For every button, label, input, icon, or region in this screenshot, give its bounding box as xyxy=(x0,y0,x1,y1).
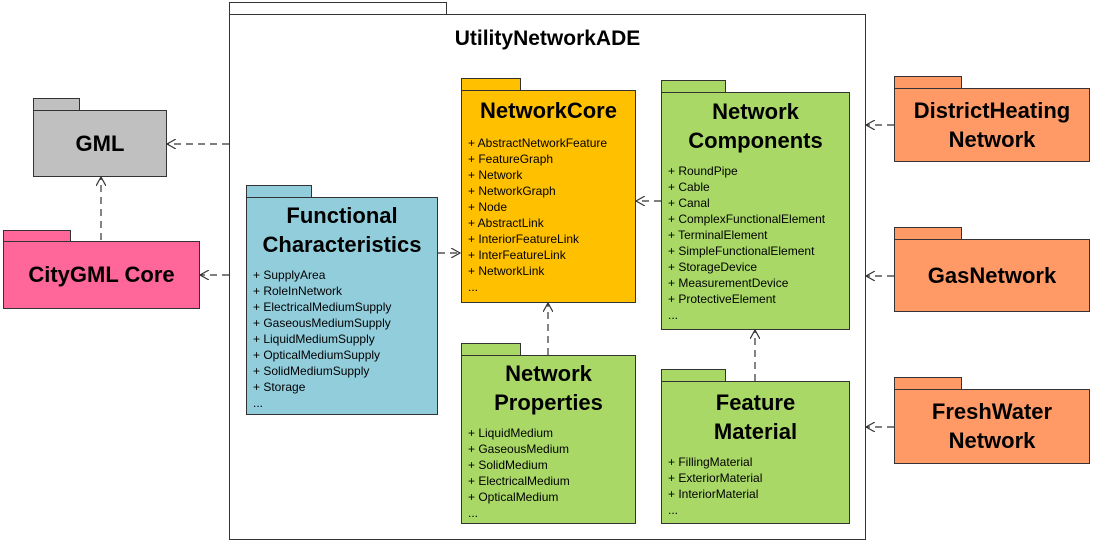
network-properties-title-line2: Properties xyxy=(494,390,603,415)
class-item: + SolidMediumSupply xyxy=(253,364,370,378)
class-item: + ProtectiveElement xyxy=(668,292,776,306)
functional-characteristics-package: Functional Characteristics + SupplyArea … xyxy=(246,197,438,415)
class-item: + AbstractLink xyxy=(468,216,544,230)
class-item: + Node xyxy=(468,200,508,214)
fresh-water-title-line2: Network xyxy=(948,428,1036,453)
class-item: + ComplexFunctionalElement xyxy=(668,212,826,226)
gml-package: GML xyxy=(33,110,167,177)
class-item: ... xyxy=(668,503,679,517)
utility-network-ade-title: UtilityNetworkADE xyxy=(454,27,641,50)
utility-network-ade-package: UtilityNetworkADE xyxy=(229,14,866,540)
class-item: + Network xyxy=(468,168,523,182)
class-item: + InteriorMaterial xyxy=(668,487,759,501)
class-item: + ElectricalMedium xyxy=(468,474,570,488)
functional-characteristics-title-line2: Characteristics xyxy=(262,232,422,257)
class-item: + StorageDevice xyxy=(668,260,758,274)
network-properties-title-line1: Network xyxy=(505,361,592,386)
feature-material-title-line2: Material xyxy=(713,419,798,444)
citygml-core-package: CityGML Core xyxy=(3,241,200,309)
feature-material-class-list: + FillingMaterial + ExteriorMaterial + I… xyxy=(668,454,845,518)
class-item: + SolidMedium xyxy=(468,458,548,472)
class-item: + RoundPipe xyxy=(668,164,738,178)
class-item: + FillingMaterial xyxy=(668,455,753,469)
class-item: + LiquidMediumSupply xyxy=(253,332,375,346)
class-item: + Cable xyxy=(668,180,710,194)
class-item: + OpticalMedium xyxy=(468,490,559,504)
fresh-water-title-line1: FreshWater xyxy=(931,399,1053,424)
class-item: ... xyxy=(468,280,479,294)
gas-network-title: GasNetwork xyxy=(927,263,1057,288)
feature-material-title-line1: Feature xyxy=(715,390,796,415)
class-item: + FeatureGraph xyxy=(468,152,554,166)
class-item: + NetworkGraph xyxy=(468,184,556,198)
class-item: + Canal xyxy=(668,196,710,210)
class-item: ... xyxy=(668,308,679,322)
class-item: + GaseousMedium xyxy=(468,442,570,456)
district-heating-title-line1: DistrictHeating xyxy=(913,98,1071,123)
class-item: + LiquidMedium xyxy=(468,426,554,440)
class-item: + SupplyArea xyxy=(253,268,326,282)
functional-characteristics-title-line1: Functional xyxy=(286,203,398,228)
class-item: + ExteriorMaterial xyxy=(668,471,763,485)
network-components-title-line2: Components xyxy=(688,128,823,153)
network-core-package: NetworkCore + AbstractNetworkFeature + F… xyxy=(461,90,636,303)
network-components-class-list: + RoundPipe + Cable + Canal + ComplexFun… xyxy=(668,163,845,323)
class-item: + TerminalElement xyxy=(668,228,768,242)
citygml-core-title: CityGML Core xyxy=(28,262,175,287)
network-properties-class-list: + LiquidMedium + GaseousMedium + SolidMe… xyxy=(468,425,631,521)
class-item: + InterFeatureLink xyxy=(468,248,566,262)
network-components-package: Network Components + RoundPipe + Cable +… xyxy=(661,92,850,330)
class-item: + RoleInNetwork xyxy=(253,284,343,298)
class-item: + ElectricalMediumSupply xyxy=(253,300,392,314)
network-core-class-list: + AbstractNetworkFeature + FeatureGraph … xyxy=(468,135,631,295)
gml-title: GML xyxy=(75,131,125,156)
district-heating-package: DistrictHeating Network xyxy=(894,88,1090,162)
fresh-water-package: FreshWater Network xyxy=(894,389,1090,464)
class-item: ... xyxy=(468,506,479,520)
class-item: + AbstractNetworkFeature xyxy=(468,136,608,150)
functional-characteristics-class-list: + SupplyArea + RoleInNetwork + Electrica… xyxy=(253,267,433,411)
network-properties-package: Network Properties + LiquidMedium + Gase… xyxy=(461,355,636,524)
network-components-title-line1: Network xyxy=(712,99,799,124)
class-item: + Storage xyxy=(253,380,306,394)
class-item: + OpticalMediumSupply xyxy=(253,348,381,362)
feature-material-package: Feature Material + FillingMaterial + Ext… xyxy=(661,381,850,524)
class-item: + InteriorFeatureLink xyxy=(468,232,580,246)
network-core-title: NetworkCore xyxy=(480,98,617,123)
class-item: + SimpleFunctionalElement xyxy=(668,244,815,258)
class-item: ... xyxy=(253,396,264,410)
class-item: + GaseousMediumSupply xyxy=(253,316,391,330)
class-item: + NetworkLink xyxy=(468,264,545,278)
district-heating-title-line2: Network xyxy=(948,127,1036,152)
class-item: + MeasurementDevice xyxy=(668,276,789,290)
gas-network-package: GasNetwork xyxy=(894,239,1090,312)
